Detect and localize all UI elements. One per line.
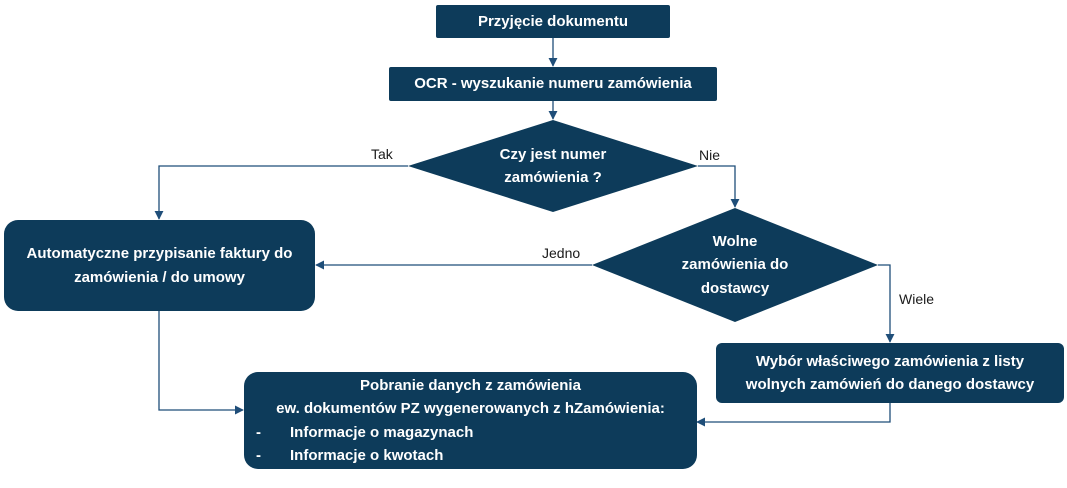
decision-diamond-free-orders — [592, 208, 878, 322]
decision-diamond-order-number — [408, 120, 698, 212]
arrow-many-to-select — [878, 264, 895, 343]
auto-assign-node: Automatyczne przypisanie faktury do zamó… — [4, 220, 315, 311]
select-order-node: Wybór właściwego zamówienia z listy woln… — [716, 343, 1064, 403]
edge-label-yes: Tak — [371, 146, 393, 162]
arrow-yes-to-auto — [154, 165, 408, 220]
arrow-select-to-fetch — [696, 403, 891, 427]
list-item: - Informacje o magazynach — [256, 423, 474, 441]
edge-label-many: Wiele — [899, 291, 935, 307]
list-item: - Informacje o kwotach — [256, 446, 444, 464]
arrow-auto-to-fetch — [158, 311, 244, 415]
decision-order-number-text: Czy jest numer zamówienia ? — [499, 145, 607, 186]
decision-free-orders-text: Wolne zamówienia do dostawcy — [681, 233, 789, 297]
fetch-data-node: Pobranie danych z zamówienia ew. dokumen… — [244, 372, 697, 469]
edge-label-no: Nie — [699, 147, 721, 163]
arrow-no-to-decision2 — [698, 165, 740, 208]
edge-label-one: Jedno — [542, 245, 581, 261]
start-node: Przyjęcie dokumentu — [436, 5, 670, 38]
ocr-node: OCR - wyszukanie numeru zamówienia — [389, 67, 717, 101]
